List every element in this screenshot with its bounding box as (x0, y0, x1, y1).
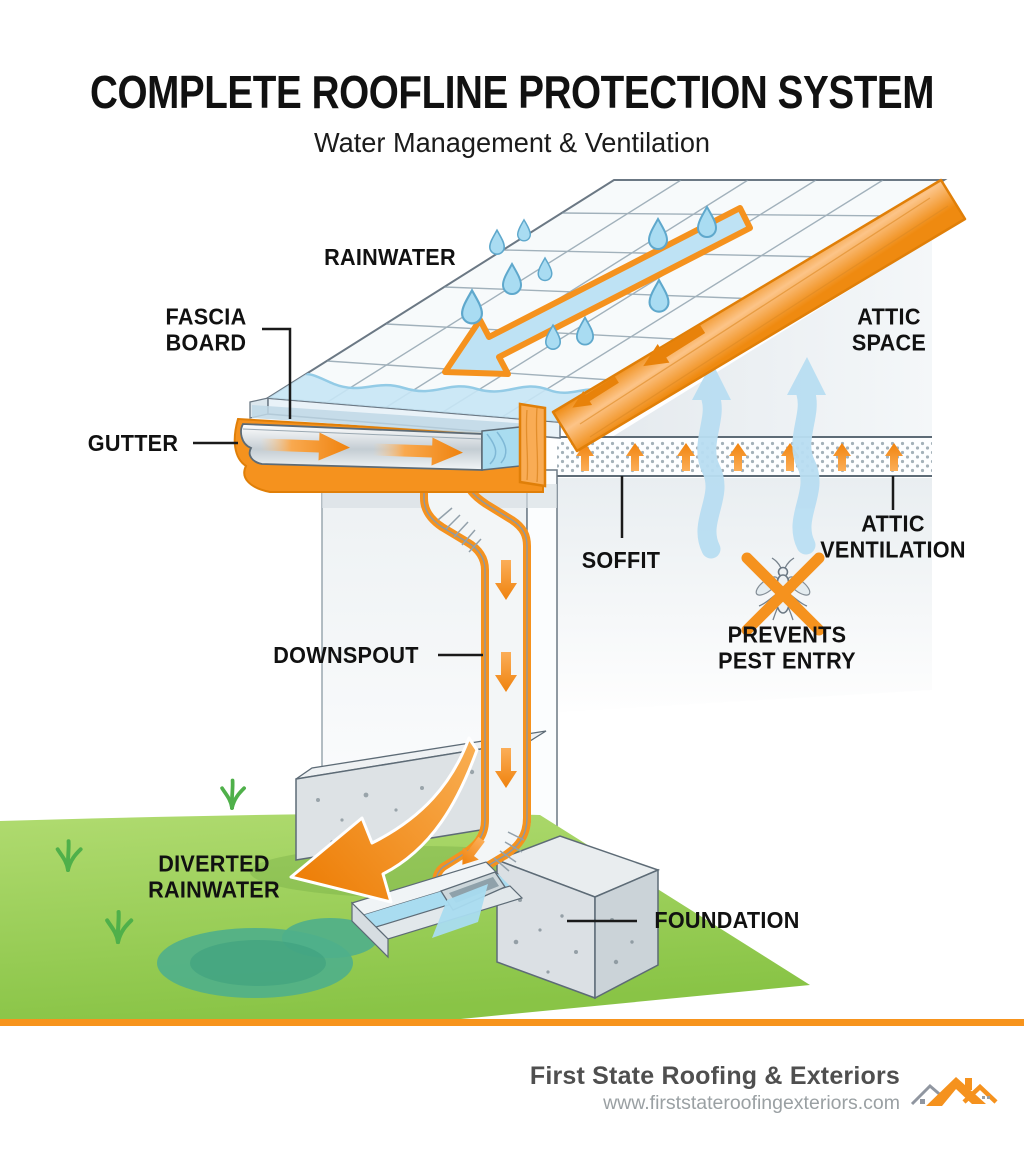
label-diverted-rainwater: DIVERTED RAINWATER (148, 850, 280, 903)
website-url: www.firststateroofingexteriors.com (603, 1092, 900, 1114)
label-attic-ventilation: ATTIC VENTILATION (820, 510, 966, 563)
gutter-assembly (233, 402, 547, 493)
pointer-lines (193, 327, 895, 923)
page-subtitle: Water Management & Ventilation (313, 127, 711, 158)
page-title: COMPLETE ROOFLINE PROTECTION SYSTEM (89, 66, 935, 118)
label-downspout: DOWNSPOUT (273, 641, 419, 668)
soffit-vent-strip (557, 436, 932, 477)
footer-divider (0, 1019, 1024, 1026)
fascia-flow-arrow-icon (572, 324, 706, 408)
label-soffit: SOFFIT (581, 546, 661, 573)
company-logo-roofline-icon (910, 1077, 998, 1106)
pipe-ribs (437, 507, 525, 879)
gutter-front (240, 423, 483, 471)
label-prevents-pest-entry: PREVENTS PEST ENTRY (718, 621, 856, 674)
downspout-outlet (432, 871, 506, 938)
rainwater-puddle (157, 918, 378, 998)
raindrop-icon (460, 204, 718, 350)
label-attic-space: ATTIC SPACE (851, 303, 927, 356)
exterior-wall (557, 478, 932, 712)
roof (249, 179, 948, 439)
airflow-wave-arrow-icon (692, 357, 826, 559)
diverted-water-swoosh-arrow-icon (289, 736, 479, 904)
gutter-flow-arrow-icon (259, 432, 463, 466)
water-flow-arrow-icon (442, 205, 753, 377)
label-foundation: FOUNDATION (654, 906, 800, 933)
grass-tuft-icon (55, 778, 246, 945)
gutter-water (481, 426, 521, 471)
fascia-board (252, 405, 545, 438)
downspout-flow-arrow-icon (462, 560, 517, 865)
pest-blocked-x-icon (741, 552, 825, 636)
pest-fly-icon (741, 552, 825, 636)
rafter-end (518, 402, 547, 488)
fascia-pointer-line (262, 327, 292, 419)
footer: First State Roofing & Exteriors www.firs… (530, 1062, 900, 1115)
outlet-water-stream (432, 884, 488, 938)
attic-gable-wall (612, 239, 932, 437)
label-rainwater: RAINWATER (324, 243, 456, 270)
label-gutter: GUTTER (87, 429, 179, 456)
company-name: First State Roofing & Exteriors (529, 1062, 900, 1090)
roofline-barge-board (551, 178, 967, 453)
foundation-block (494, 835, 661, 1000)
label-fascia-board: FASCIA BOARD (165, 303, 247, 356)
